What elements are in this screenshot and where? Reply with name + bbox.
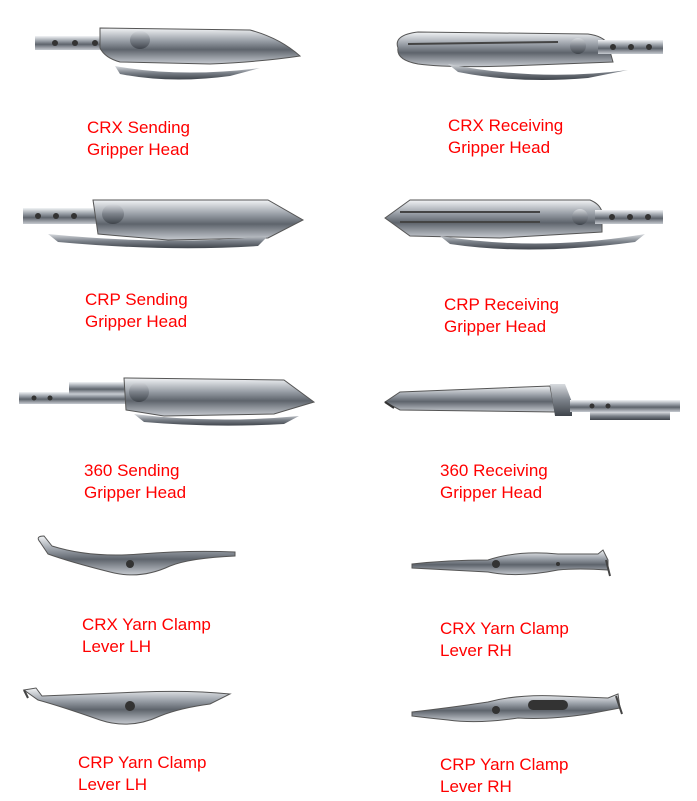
part-subtitle: Gripper Head (448, 138, 551, 157)
part-subtitle: Gripper Head (85, 312, 188, 331)
part-title: 360 Sending (84, 461, 180, 480)
part-subtitle: Lever RH (440, 641, 512, 660)
part-title: CRX Receiving (448, 116, 564, 135)
gripper-head-icon (384, 199, 663, 250)
part-title: CRP Yarn Clamp (440, 755, 569, 774)
part-title: CRP Yarn Clamp (78, 753, 207, 772)
gripper-head-icon (19, 377, 316, 426)
yarn-clamp-lever-icon (22, 687, 232, 725)
yarn-clamp-lever-icon (37, 535, 236, 576)
part-subtitle: Gripper Head (444, 317, 547, 336)
part-title: CRP Receiving (444, 295, 559, 314)
yarn-clamp-lever-icon (411, 549, 611, 577)
gripper-head-icon (396, 31, 663, 80)
gripper-head-icon (35, 27, 302, 80)
part-subtitle: Gripper Head (440, 483, 543, 502)
part-subtitle: Lever LH (82, 637, 151, 656)
gripper-head-icon (23, 199, 305, 249)
part-title: 360 Receiving (440, 461, 548, 480)
part-title: CRP Sending (85, 290, 188, 309)
yarn-clamp-lever-icon (411, 693, 623, 723)
part-subtitle: Gripper Head (87, 140, 190, 159)
part-subtitle: Lever LH (78, 775, 147, 794)
part-title: CRX Sending (87, 118, 191, 137)
gripper-head-icon (384, 384, 680, 420)
part-title: CRX Yarn Clamp (82, 615, 211, 634)
part-subtitle: Gripper Head (84, 483, 187, 502)
part-subtitle: Lever RH (440, 777, 512, 796)
part-title: CRX Yarn Clamp (440, 619, 569, 638)
